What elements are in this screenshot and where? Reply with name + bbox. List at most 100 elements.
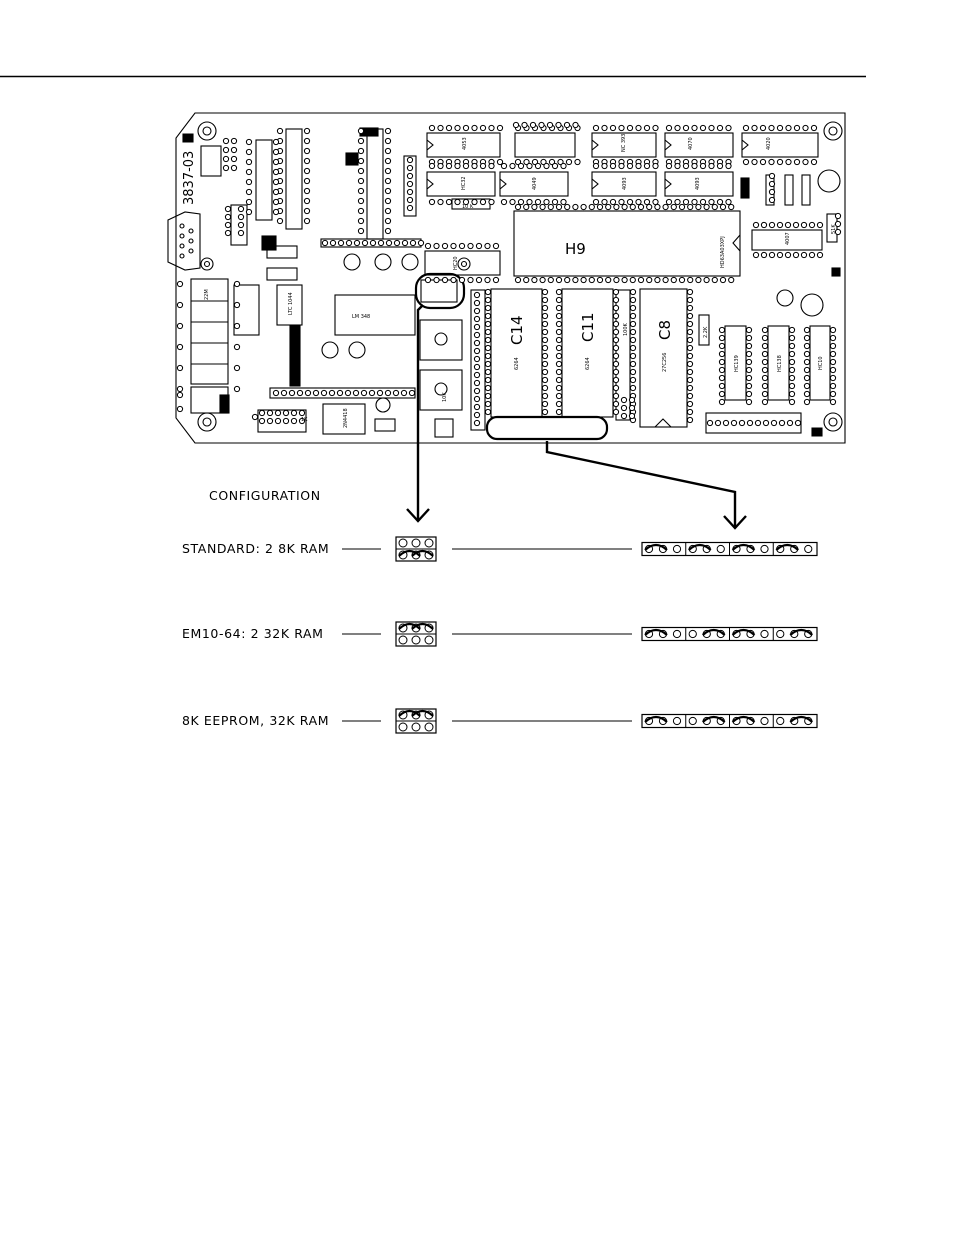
pad [407, 197, 412, 202]
config-row-label: EM10-64: 2 32K RAM [182, 626, 324, 641]
pad [762, 399, 767, 404]
pad [720, 277, 725, 282]
pad [613, 393, 618, 398]
passive-label: 100K [623, 322, 629, 336]
pad [777, 159, 782, 164]
pad [177, 386, 182, 391]
pad [177, 406, 182, 411]
pad [687, 329, 692, 334]
pad [476, 243, 481, 248]
pad [291, 418, 296, 423]
pad [717, 199, 722, 204]
pad [627, 163, 632, 168]
pad [231, 138, 236, 143]
pad [811, 159, 816, 164]
long-jumper-header [642, 715, 817, 728]
pad [556, 401, 561, 406]
pad [234, 365, 239, 370]
pad [630, 204, 635, 209]
pad [630, 329, 635, 334]
serial-connector [168, 212, 200, 270]
pad [463, 163, 468, 168]
pad [273, 169, 278, 174]
pad [524, 277, 529, 282]
pad [410, 240, 415, 245]
header-pin [805, 545, 812, 552]
pad [679, 204, 684, 209]
pad [246, 199, 251, 204]
pad [613, 297, 618, 302]
pad [801, 252, 806, 257]
ic-label: 4007 [785, 232, 791, 245]
pad [830, 367, 835, 372]
pad [789, 351, 794, 356]
chip-c11-body [562, 289, 613, 417]
pad [291, 410, 296, 415]
board-jumper-long [487, 417, 607, 439]
pad [401, 390, 406, 395]
pad [696, 204, 701, 209]
pad [717, 163, 722, 168]
pad [610, 163, 615, 168]
pad [304, 128, 309, 133]
pad [273, 149, 278, 154]
pad [719, 399, 724, 404]
pad [418, 240, 423, 245]
pad [358, 178, 363, 183]
pad [455, 199, 460, 204]
pad [552, 199, 557, 204]
pad [438, 199, 443, 204]
pad [817, 222, 822, 227]
pad [777, 222, 782, 227]
pad [746, 343, 751, 348]
header-pin [412, 723, 420, 731]
ic-label: HC32 [461, 176, 467, 190]
pad [763, 420, 768, 425]
pad [687, 313, 692, 318]
pad [542, 361, 547, 366]
pad [762, 327, 767, 332]
pad [530, 122, 535, 127]
pad [704, 277, 709, 282]
pad [593, 163, 598, 168]
pad [687, 305, 692, 310]
pad [692, 125, 697, 130]
pad [769, 173, 774, 178]
pad [835, 213, 840, 218]
pad [755, 420, 760, 425]
pad [485, 345, 490, 350]
pad [393, 390, 398, 395]
mounting-hole [198, 122, 216, 140]
pad [675, 125, 680, 130]
pad [794, 159, 799, 164]
pad [830, 327, 835, 332]
pad [556, 277, 561, 282]
pad [793, 252, 798, 257]
pad [707, 420, 712, 425]
pad [329, 390, 334, 395]
pad [515, 277, 520, 282]
pad [231, 156, 236, 161]
pad [297, 390, 302, 395]
header-pin [777, 717, 784, 724]
pad [225, 214, 230, 219]
pad [542, 289, 547, 294]
pad [613, 377, 618, 382]
pad [830, 359, 835, 364]
pad [746, 383, 751, 388]
header-pin [425, 636, 433, 644]
pad [544, 199, 549, 204]
pad [593, 125, 598, 130]
pad [771, 420, 776, 425]
pad [809, 252, 814, 257]
pad [720, 204, 725, 209]
pad [346, 240, 351, 245]
chip-c11-label: C11 [579, 312, 597, 342]
pad [485, 385, 490, 390]
pad [613, 361, 618, 366]
pad [552, 163, 557, 168]
pad [485, 353, 490, 358]
pad [273, 390, 278, 395]
pad [407, 205, 412, 210]
pad [474, 308, 479, 313]
